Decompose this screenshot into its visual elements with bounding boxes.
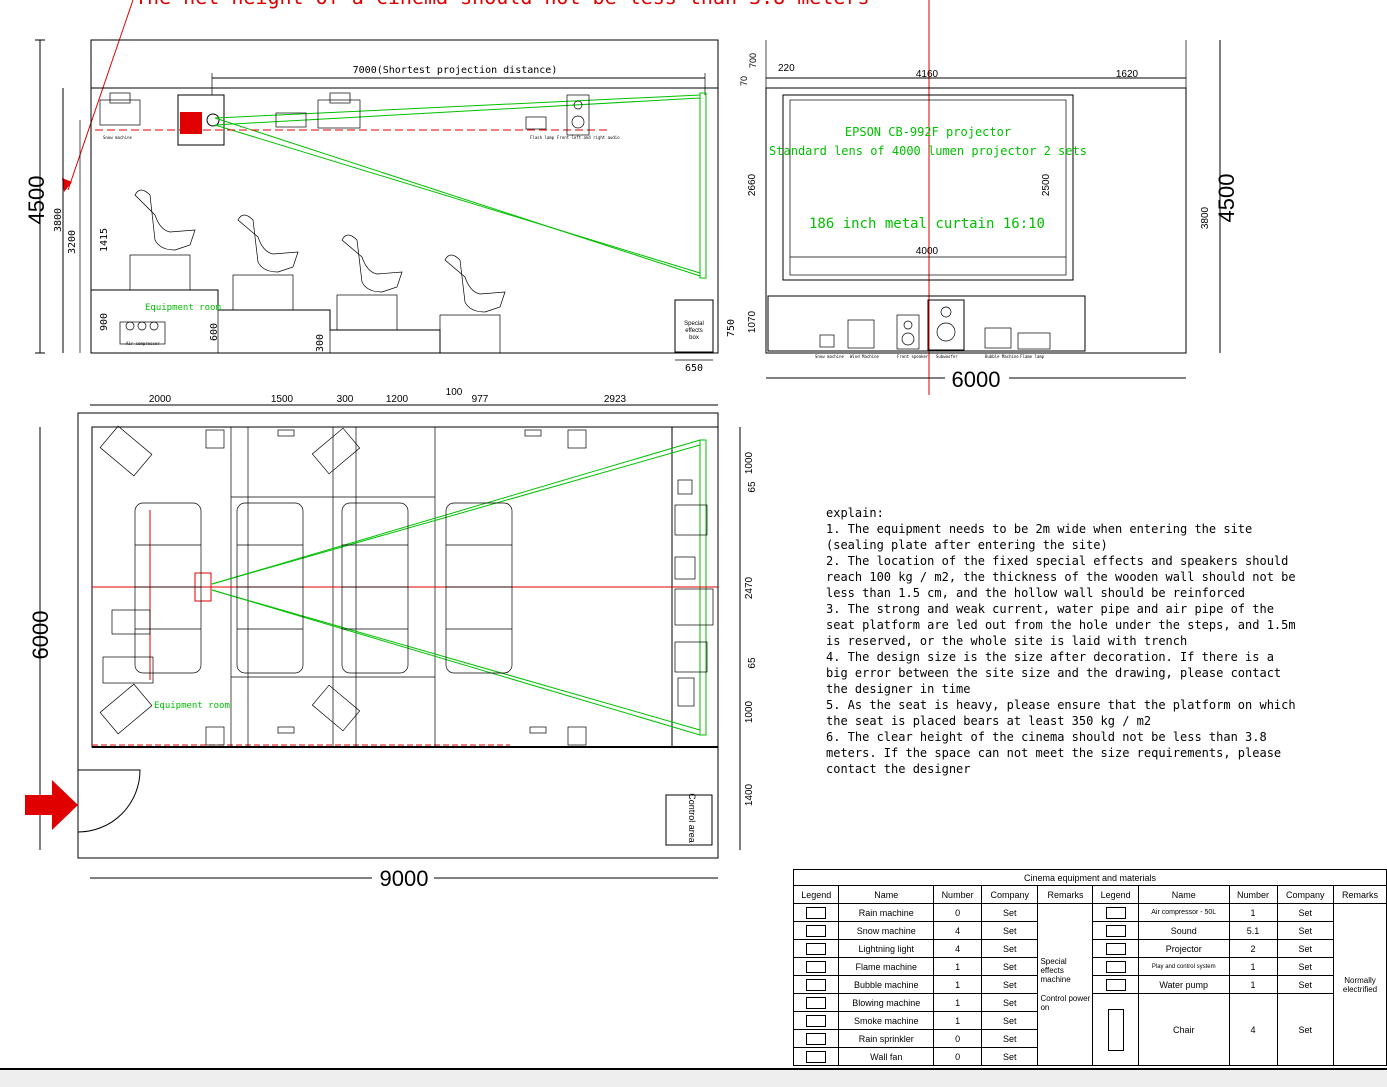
plan-view: 2000 1500 300 1200 100 977 2923 1000 65 …: [25, 387, 758, 891]
bottom-bar: [0, 1068, 1387, 1087]
svg-text:Front speaker: Front speaker: [897, 354, 929, 359]
air-compressor-icon: [1105, 906, 1126, 919]
note-2: 2. The location of the fixed special eff…: [826, 554, 1303, 600]
svg-text:2470: 2470: [744, 576, 755, 599]
svg-text:EPSON CB-992F projector: EPSON CB-992F projector: [845, 125, 1011, 139]
svg-text:3800: 3800: [1200, 206, 1211, 229]
svg-text:300: 300: [315, 334, 326, 352]
svg-text:1620: 1620: [1116, 69, 1139, 80]
svg-text:3800: 3800: [53, 208, 64, 232]
svg-text:box: box: [689, 335, 699, 341]
notes-block: explain: 1. The equipment needs to be 2m…: [826, 505, 1296, 777]
svg-text:4160: 4160: [916, 69, 939, 80]
svg-text:effects: effects: [685, 328, 703, 334]
note-4: 4. The design size is the size after dec…: [826, 650, 1289, 696]
svg-text:1200: 1200: [386, 394, 409, 405]
wall-fan-icon: [806, 1050, 827, 1063]
sound-icon: [1105, 924, 1126, 937]
svg-text:700: 700: [748, 53, 758, 68]
svg-text:Equipment room: Equipment room: [154, 701, 230, 711]
svg-text:750: 750: [726, 319, 737, 337]
bubble-machine-icon: [806, 978, 827, 991]
svg-text:3200: 3200: [67, 230, 78, 254]
svg-text:2500: 2500: [1041, 173, 1052, 196]
svg-text:1070: 1070: [747, 310, 758, 333]
svg-text:70: 70: [739, 76, 749, 86]
table-title: Cinema equipment and materials: [793, 869, 1387, 886]
net-height-title: The net height of a cinema should not be…: [135, 0, 870, 9]
svg-text:Standard lens of 4000 lumen pr: Standard lens of 4000 lumen projector 2 …: [769, 144, 1087, 158]
svg-text:100: 100: [446, 387, 463, 398]
svg-text:Air compressor: Air compressor: [126, 341, 160, 346]
note-3: 3. The strong and weak current, water pi…: [826, 602, 1303, 648]
svg-text:1500: 1500: [271, 394, 294, 405]
svg-text:65: 65: [747, 657, 758, 669]
svg-text:2000: 2000: [149, 394, 172, 405]
note-5: 5. As the seat is heavy, please ensure t…: [826, 698, 1303, 728]
svg-text:Special: Special: [684, 321, 704, 327]
lightning-light-icon: [806, 942, 827, 955]
play-control-icon: [1105, 960, 1126, 973]
chair-icon: [1107, 1008, 1124, 1051]
svg-text:220: 220: [778, 63, 795, 74]
svg-text:300: 300: [337, 394, 354, 405]
svg-text:Snow machine: Snow machine: [103, 135, 132, 140]
svg-text:4500: 4500: [1214, 174, 1239, 223]
note-1: 1. The equipment needs to be 2m wide whe…: [826, 522, 1260, 552]
svg-text:7000(Shortest projection dista: 7000(Shortest projection distance): [353, 65, 558, 76]
smoke-machine-icon: [806, 1014, 827, 1027]
rain-machine-icon: [806, 906, 827, 919]
svg-text:977: 977: [472, 394, 489, 405]
svg-text:186 inch metal curtain 16:10: 186 inch metal curtain 16:10: [809, 216, 1045, 232]
svg-text:Snow machine: Snow machine: [815, 354, 844, 359]
svg-text:Equipment room: Equipment room: [145, 303, 221, 313]
svg-text:Flash lamp: Flash lamp: [530, 135, 555, 140]
svg-text:2923: 2923: [604, 394, 627, 405]
svg-text:600: 600: [209, 323, 220, 341]
svg-text:9000: 9000: [380, 866, 429, 891]
svg-text:2660: 2660: [747, 173, 758, 196]
svg-text:6000: 6000: [952, 367, 1001, 392]
blowing-machine-icon: [806, 996, 827, 1009]
svg-text:650: 650: [685, 363, 703, 374]
svg-text:4500: 4500: [24, 176, 49, 225]
svg-text:Front left and right audio: Front left and right audio: [557, 135, 620, 140]
projector-icon: [1105, 942, 1126, 955]
svg-text:1415: 1415: [99, 228, 110, 252]
equipment-table: Cinema equipment and materials Legend Na…: [792, 869, 1387, 1066]
front-view: 220 4160 1620 70 700 2660 2500 4000 1070…: [739, 40, 1239, 392]
snow-machine-icon: [806, 924, 827, 937]
flame-machine-icon: [806, 960, 827, 973]
svg-text:65: 65: [747, 481, 758, 493]
svg-text:Flame lamp: Flame lamp: [1020, 354, 1045, 359]
svg-text:Subwoofer: Subwoofer: [936, 354, 958, 359]
note-6: 6. The clear height of the cinema should…: [826, 730, 1289, 776]
title-arrow-head: [62, 178, 72, 192]
svg-text:1000: 1000: [744, 451, 755, 474]
title-arrow: [67, 0, 134, 191]
notes-head: explain:: [826, 506, 884, 520]
rain-sprinkler-icon: [806, 1032, 827, 1045]
svg-text:900: 900: [99, 313, 110, 331]
svg-text:Control area: Control area: [687, 793, 697, 843]
water-pump-icon: [1105, 978, 1126, 991]
svg-text:Wind Machine: Wind Machine: [850, 354, 879, 359]
svg-text:1400: 1400: [744, 783, 755, 806]
svg-text:6000: 6000: [28, 611, 53, 660]
svg-text:1000: 1000: [744, 700, 755, 723]
side-view: 4500 3800 3200 1415 900 600 300 750 650 …: [24, 39, 737, 374]
svg-text:4000: 4000: [916, 246, 939, 257]
svg-text:Bubble Machine: Bubble Machine: [985, 354, 1019, 359]
